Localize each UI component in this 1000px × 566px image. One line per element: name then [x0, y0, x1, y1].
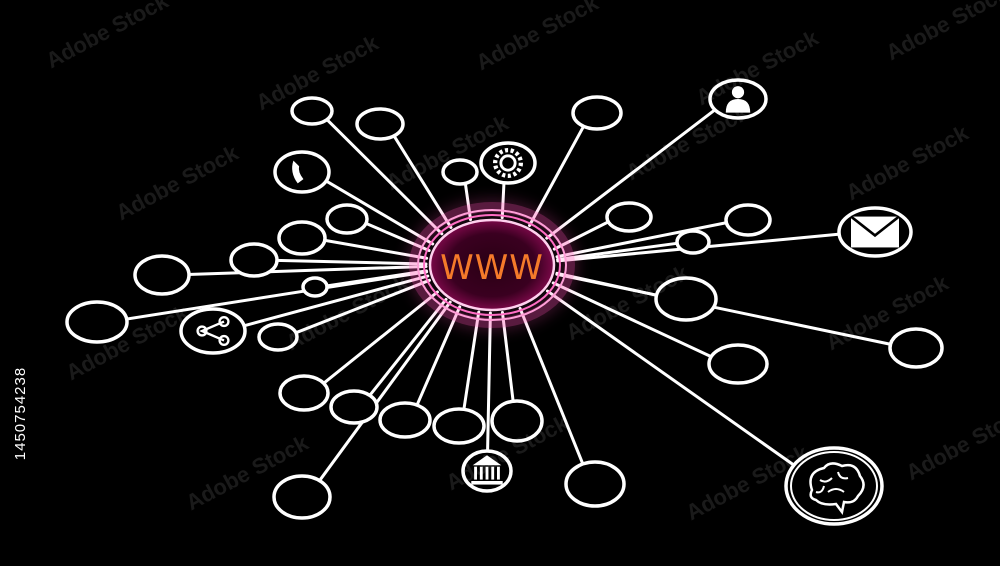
- diagram-node: [784, 446, 884, 526]
- diagram-node: [461, 449, 513, 493]
- connection-line: [528, 124, 586, 228]
- connection-line: [392, 133, 453, 229]
- connection-line: [367, 297, 448, 398]
- diagram-node: [378, 401, 432, 439]
- image-id: 1450754238: [12, 366, 30, 460]
- connection-line: [486, 311, 492, 454]
- connection-line: [186, 264, 428, 276]
- diagram-node: [325, 203, 369, 235]
- connection-line: [323, 178, 435, 246]
- connection-line: [322, 238, 429, 260]
- diagram-node: [301, 276, 329, 298]
- connection-line: [518, 306, 585, 467]
- diagram-node: [479, 141, 537, 185]
- diagram-node: [724, 203, 772, 237]
- diagram-node: [355, 107, 405, 141]
- user-icon: [725, 86, 751, 113]
- connection-line: [317, 300, 452, 484]
- connection-line: [555, 220, 729, 259]
- diagram-node: [257, 322, 299, 352]
- connection-line: [545, 107, 718, 240]
- diagram-node: [272, 474, 332, 520]
- diagram-node: [888, 327, 944, 369]
- connection-line: [293, 278, 431, 335]
- bank-icon: [471, 455, 503, 485]
- connection-line: [241, 274, 430, 328]
- diagram-node: [675, 229, 711, 255]
- diagram-node: [278, 374, 330, 412]
- satellite-nodes: [65, 78, 944, 526]
- diagram-node: [65, 300, 129, 344]
- connection-line: [545, 289, 798, 468]
- diagram-node: [329, 389, 379, 425]
- hub-label: WWW: [440, 248, 544, 288]
- phone-icon: [292, 160, 304, 184]
- diagram-node: [605, 201, 653, 233]
- diagram-node: [290, 96, 334, 126]
- diagram-node: [707, 343, 769, 385]
- connection-line: [321, 290, 439, 386]
- connection-line: [555, 272, 894, 347]
- diagram-node: [179, 307, 247, 355]
- diagram-node: [441, 158, 479, 186]
- brain-icon: [809, 462, 865, 515]
- diagram-node: [708, 78, 768, 120]
- diagram-node: [229, 242, 279, 278]
- mail-icon: [850, 215, 900, 248]
- diagram-node: [837, 206, 913, 258]
- diagram-node: [277, 220, 327, 256]
- connection-line: [123, 270, 429, 321]
- diagram-node: [564, 460, 626, 508]
- diagram-node: [432, 407, 486, 445]
- connection-line: [274, 258, 428, 266]
- gear-icon: [492, 147, 523, 178]
- diagram-node: [133, 254, 191, 296]
- connection-line: [415, 305, 462, 408]
- connection-line: [551, 281, 714, 359]
- diagram-node: [273, 150, 331, 194]
- connection-line: [462, 310, 481, 412]
- diagram-node: [654, 276, 718, 322]
- share-icon: [196, 315, 230, 347]
- diagram-node: [571, 95, 623, 131]
- connection-line: [556, 241, 680, 262]
- diagram-node: [490, 399, 544, 443]
- hub-node: WWW: [409, 202, 575, 328]
- connection-line: [324, 117, 444, 236]
